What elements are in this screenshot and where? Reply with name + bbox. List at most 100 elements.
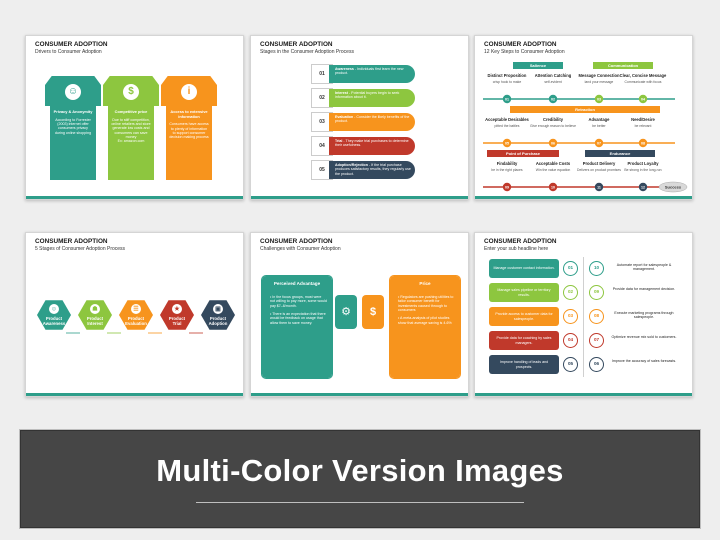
- step-text: Give enough reason to believe: [530, 124, 576, 128]
- version-banner: Multi-Color Version Images: [19, 429, 701, 529]
- challenge-body: • In the focus groups, most were not wil…: [262, 291, 332, 378]
- slide-title: CONSUMER ADOPTION: [484, 238, 557, 245]
- step-text: pitted the battles: [495, 124, 520, 128]
- step-text: Communicate with focus: [625, 80, 662, 84]
- step-title: Distinct Proposition: [488, 73, 527, 78]
- step-text: self-evident: [544, 80, 561, 84]
- stage-hexagon: [37, 300, 71, 330]
- step-text: be relevant: [635, 124, 652, 128]
- people-icon: [49, 304, 59, 314]
- step-marker: [594, 182, 604, 192]
- step-title: Credibility: [543, 117, 564, 122]
- stage-label: Awareness: [335, 67, 354, 71]
- step-marker: [638, 138, 648, 148]
- slide-thumbnail-2[interactable]: CONSUMER ADOPTION Stages in the Consumer…: [250, 35, 469, 200]
- hex-icon-glyph: ▣: [215, 307, 221, 313]
- phase-label-bar: [513, 62, 563, 69]
- challenge-panel: Perceived Advantage • In the focus groups…: [261, 275, 333, 379]
- stage-label: Trial: [335, 139, 343, 143]
- list-number-badge: 02: [563, 285, 578, 300]
- clipboard-icon: [131, 304, 141, 314]
- hex-icon-glyph: ☗: [92, 306, 97, 313]
- phase-label: Point of Purchase: [506, 151, 541, 156]
- step-marker: [502, 138, 512, 148]
- step-text: land your message: [585, 80, 614, 84]
- phase-label-bar: [593, 62, 653, 69]
- stage-pill: Evaluation - Consider the likely benefit…: [329, 113, 415, 131]
- step-number: 04: [641, 97, 645, 101]
- slide-subtitle: 5 Stages of Consumer Adoption Process: [35, 246, 126, 252]
- box-icon: [213, 304, 223, 314]
- success-oval: [658, 181, 688, 193]
- slide-thumbnail-4[interactable]: CONSUMER ADOPTION 5 Stages of Consumer A…: [25, 232, 244, 397]
- slide-thumbnail-5[interactable]: CONSUMER ADOPTION Challenges with Consum…: [250, 232, 469, 397]
- card-text: Consumers have access to plenty of infor…: [169, 122, 209, 140]
- stage-text: Adoption/Rejection - If the trial purcha…: [335, 163, 411, 176]
- challenge-heading: Perceived Advantage: [262, 276, 332, 291]
- slide-thumbnail-1[interactable]: CONSUMER ADOPTION Drivers to Consumer Ad…: [25, 35, 244, 200]
- money-bag-icon: $: [123, 84, 139, 100]
- step-title: Acceptable Costs: [536, 161, 571, 166]
- list-number-badge: 04: [563, 333, 578, 348]
- step-number: 01: [505, 97, 509, 101]
- hex-label: Adoption: [209, 321, 228, 326]
- list-item-box: Improve handling of leads and prospects.: [489, 355, 559, 374]
- people-icon: ☺: [65, 84, 81, 100]
- phase-label: Salience: [530, 63, 547, 68]
- card-heading: Privacy & Anonymity: [53, 109, 93, 114]
- hex-label: Evaluation: [125, 321, 147, 326]
- step-title: Need/Desire: [631, 117, 655, 122]
- challenge-bullet: • In the focus groups, most were not wil…: [270, 295, 327, 308]
- stage-hexagon: [119, 300, 153, 330]
- stage-label: Evaluation: [335, 115, 354, 119]
- step-text: Win the value equation: [536, 168, 571, 172]
- hex-label: Awareness: [43, 321, 66, 326]
- step-title: Attention Catching: [535, 73, 572, 78]
- card-example: Ex: amazon.com: [117, 139, 145, 144]
- slide-subtitle: Stages in the Consumer Adoption Process: [260, 49, 354, 55]
- list-item-text: Provide data for management decision.: [612, 287, 676, 291]
- stage-number-box: 04: [311, 136, 333, 156]
- stage-number-box: 03: [311, 112, 333, 132]
- hex-label: Product: [87, 316, 104, 321]
- step-marker: [594, 138, 604, 148]
- hexagon-process: ☺ProductAwareness☗ProductInterest☰Produc…: [37, 300, 235, 334]
- stage-pill: Adoption/Rejection - If the trial purcha…: [329, 161, 415, 179]
- stage-label: Adoption/Rejection: [335, 163, 368, 167]
- info-icon: i: [181, 84, 197, 100]
- step-number: 07: [597, 141, 601, 145]
- list-number-badge: 06: [589, 357, 604, 372]
- phase-label-bar: [510, 106, 660, 113]
- list-number-badge: 08: [589, 309, 604, 324]
- step-title: Product Delivery: [583, 161, 616, 166]
- step-title: Message Connection: [579, 73, 620, 78]
- list-number-badge: 05: [563, 357, 578, 372]
- list-item-box: Provide access to customer data for sale…: [489, 307, 559, 326]
- slide-title: CONSUMER ADOPTION: [35, 41, 108, 48]
- slide-thumbnail-3[interactable]: CONSUMER ADOPTION 12 Key Steps to Consum…: [474, 35, 693, 200]
- slide-thumbnail-6[interactable]: CONSUMER ADOPTION Enter your sub headlin…: [474, 232, 693, 397]
- list-item-text: Automate report for salespeople & manage…: [616, 263, 672, 272]
- challenge-heading: Price: [390, 276, 460, 291]
- success-label: Success: [665, 185, 682, 190]
- challenge-bullet: • There is an expectation that there wou…: [270, 311, 326, 325]
- stage-description: - Potential buyers begin to seek informa…: [335, 91, 400, 100]
- challenge-bullet: • A meta-analysis of pilot studies show …: [398, 316, 452, 325]
- slide-title: CONSUMER ADOPTION: [35, 238, 108, 245]
- list-item-box: Manage sales pipeline or territory resul…: [489, 283, 559, 302]
- phase-label: Endurance: [610, 151, 631, 156]
- stage-pill: Awareness - Individuals first learn the …: [329, 65, 415, 83]
- stage-text: Trial - They make trial purchases to det…: [335, 139, 411, 148]
- step-text: be in the right places: [491, 168, 523, 172]
- hex-label: Product: [210, 316, 227, 321]
- stage-text: Evaluation - Consider the likely benefit…: [335, 115, 411, 124]
- banner-title: Multi-Color Version Images: [156, 453, 564, 488]
- step-marker: [638, 182, 648, 192]
